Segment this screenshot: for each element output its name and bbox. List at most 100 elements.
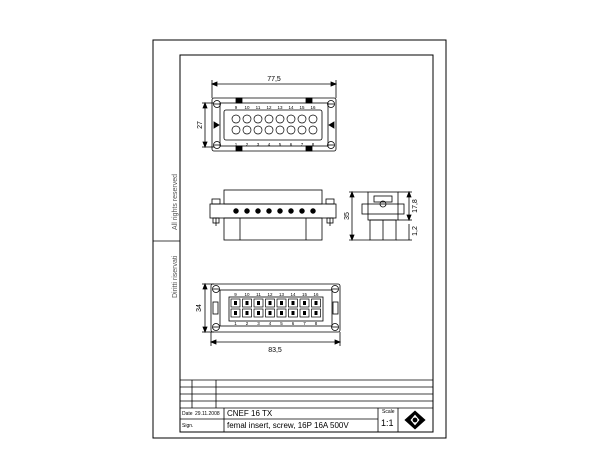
terminal-cell [276,308,287,318]
pin-number: 15 [299,105,305,110]
contact-hole [297,125,307,135]
contact-hole [264,114,274,124]
terminal-screw [244,208,250,214]
terminal-clamp [280,301,283,305]
date-label: Date [182,411,193,417]
terminal-clamp [234,301,237,305]
pin-number: 4 [269,321,272,326]
part-code: CNEF 16 TX [227,409,273,418]
outer-frame [152,39,447,439]
top-view [202,80,338,152]
contact-hole [264,125,274,135]
pin-number: 12 [266,105,272,110]
terminal-cell [288,298,298,308]
terminal-cell [311,308,321,318]
pin-number: 11 [256,105,261,110]
bottom-view-terminal-cells [230,298,321,318]
pin-number: 7 [301,142,304,147]
terminal-screw [299,208,305,214]
contact-hole [231,125,241,135]
scale-value: 1:1 [381,418,394,428]
pin-number: 2 [246,321,249,326]
terminal-clamp [234,311,237,315]
pin-number: 5 [279,142,282,147]
dimension-top-width: 77,5 [267,76,281,83]
terminal-cell [253,298,264,308]
copyright-text-en: All rights reserved [172,174,179,230]
part-description: femal insert, screw, 16P 16A 500V [227,421,349,430]
contact-hole [242,125,252,135]
date-value: 29.11.2008 [195,411,220,417]
terminal-cell [253,308,264,318]
pin-number: 6 [292,321,295,326]
terminal-cell [288,308,298,318]
dimension-side-height: 35 [344,212,351,220]
terminal-cell [299,308,310,318]
pin-number: 9 [234,292,237,297]
terminal-clamp [280,311,283,315]
top-view-contact-holes [231,114,318,135]
pin-number: 10 [244,105,250,110]
contact-hole [253,114,263,124]
pin-number: 4 [268,142,271,147]
terminal-clamp [314,311,318,315]
dimension-side-lower: 1,2 [412,226,419,236]
terminal-clamp [257,311,260,315]
contact-hole [231,114,241,124]
scale-label: Scale [382,409,395,415]
terminal-cell [230,298,241,308]
pin-number: 14 [288,105,294,110]
terminal-cell [265,308,275,318]
pin-number: 1 [234,321,237,326]
contact-hole [275,114,285,124]
pin-number: 1 [235,142,238,147]
terminal-clamp [291,311,295,315]
contact-hole [308,114,318,124]
pin-number: 11 [256,292,261,297]
pin-number: 10 [244,292,250,297]
pin-number: 12 [267,292,273,297]
terminal-clamp [303,311,306,315]
dimension-bottom-height: 34 [196,304,203,312]
pin-number: 7 [303,321,306,326]
side-view [349,190,412,242]
terminal-clamp [268,311,272,315]
sign-label: Sign. [182,423,193,429]
contact-hole [286,125,296,135]
terminal-cell [299,298,310,308]
bottom-view [202,282,342,346]
front-view [209,189,337,241]
terminal-clamp [268,301,272,305]
contact-hole [286,114,296,124]
terminal-clamp [291,301,295,305]
pin-number: 3 [257,142,260,147]
pin-number: 6 [290,142,293,147]
pin-number: 14 [290,292,296,297]
contact-hole [275,125,285,135]
terminal-screw [233,208,239,214]
terminal-screw [288,208,294,214]
terminal-screw [255,208,261,214]
terminal-clamp [303,301,306,305]
pin-number: 3 [257,321,260,326]
copyright-text-it: Diritti riservati [172,255,179,298]
pin-number: 5 [280,321,283,326]
terminal-clamp [245,301,249,305]
terminal-screw [266,208,272,214]
dimension-top-height: 27 [197,121,204,129]
pin-number: 15 [302,292,308,297]
terminal-cell [311,298,321,308]
front-view-terminal-screws [233,208,316,214]
terminal-cell [242,298,252,308]
terminal-cell [242,308,252,318]
terminal-cell [230,308,241,318]
terminal-cell [265,298,275,308]
terminal-clamp [314,301,318,305]
pin-number: 8 [312,142,315,147]
contact-hole [308,125,318,135]
title-block [180,379,433,432]
